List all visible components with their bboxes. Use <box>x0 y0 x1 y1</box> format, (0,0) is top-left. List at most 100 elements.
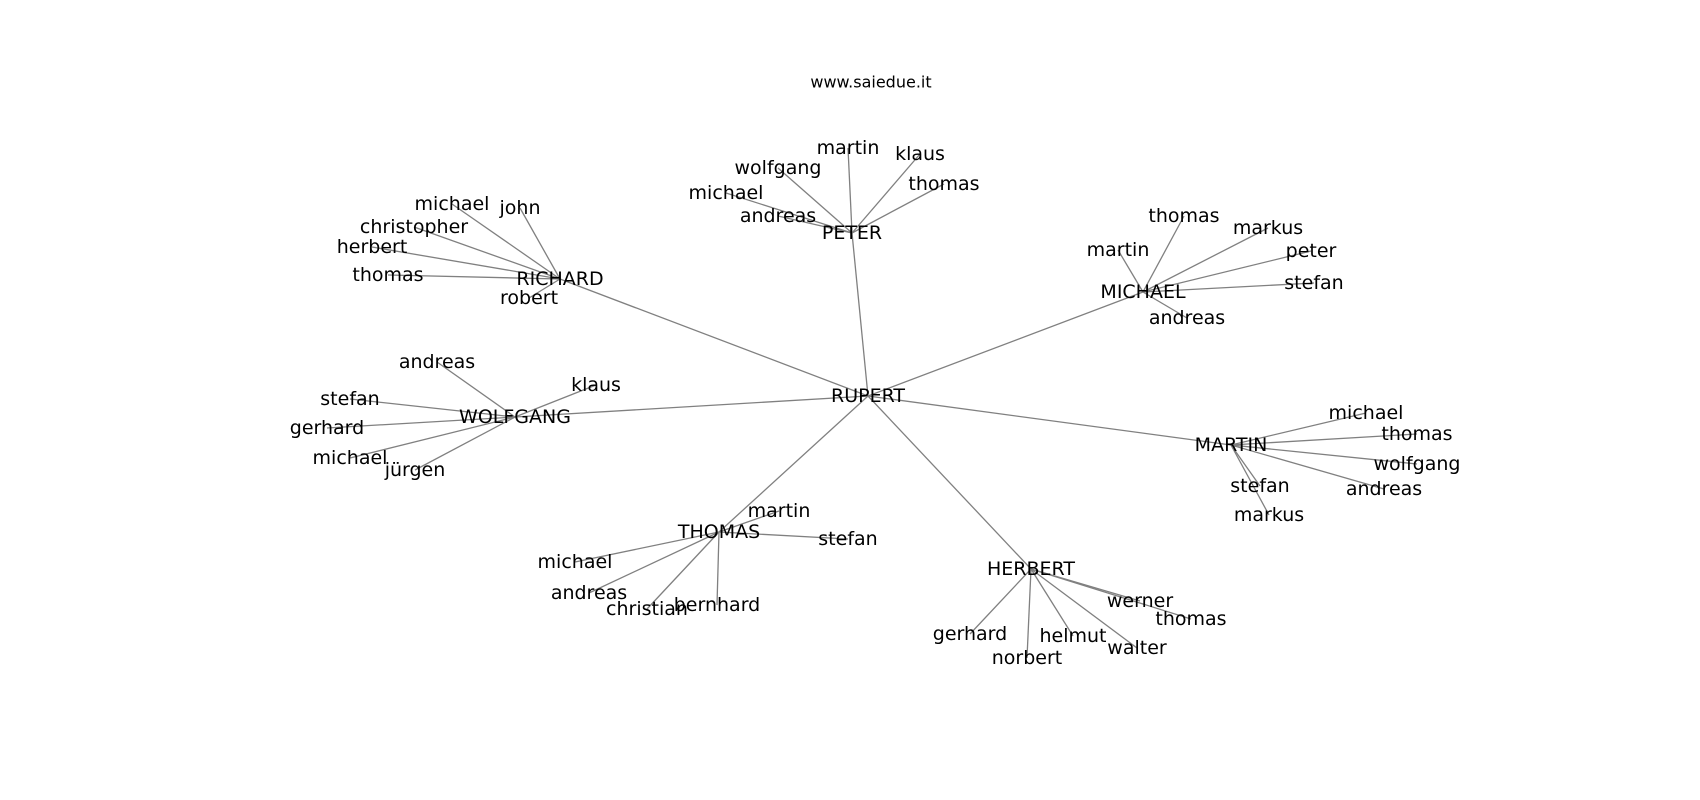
center-to-hub-edge <box>867 395 1232 446</box>
leaf-node-label: martin <box>1087 239 1150 261</box>
leaf-node-label: martin <box>817 137 880 159</box>
hub-to-leaf-edge <box>777 167 853 234</box>
center-to-hub-edge <box>718 395 869 533</box>
hub-to-leaf-edge <box>349 416 516 459</box>
hub-to-leaf-edge <box>371 246 561 280</box>
center-to-hub-edge <box>514 395 869 418</box>
hub-to-leaf-edge <box>1230 444 1270 516</box>
hub-node-label: RICHARD <box>516 268 603 290</box>
hub-to-leaf-edge <box>777 215 853 234</box>
leaf-node-label: andreas <box>399 351 475 373</box>
hub-to-leaf-edge <box>436 361 516 418</box>
hub-to-leaf-edge <box>847 147 853 234</box>
hub-to-leaf-edge <box>1030 568 1138 649</box>
leaf-node-label: helmut <box>1039 625 1106 647</box>
hub-to-leaf-edge <box>514 384 597 418</box>
leaf-node-label: norbert <box>992 647 1063 669</box>
hub-to-leaf-edge <box>1230 412 1367 446</box>
hub-node-label: PETER <box>822 222 882 244</box>
center-to-hub-edge <box>867 291 1144 397</box>
hub-to-leaf-edge <box>519 207 561 280</box>
hub-to-leaf-edge <box>1142 227 1269 293</box>
leaf-node-label: john <box>499 197 541 219</box>
leaf-node-label: thomas <box>1148 205 1219 227</box>
hub-to-leaf-edge <box>326 416 516 429</box>
leaf-node-label: michael <box>1329 402 1404 424</box>
center-to-hub-edge <box>867 395 1032 570</box>
center-to-hub-edge <box>559 278 869 397</box>
leaf-node-label: robert <box>500 287 558 309</box>
hub-to-leaf-edge <box>646 531 720 610</box>
hub-to-leaf-edge <box>1030 568 1192 620</box>
leaf-node-label: gerhard <box>933 623 1007 645</box>
hub-to-leaf-edge <box>1230 433 1418 446</box>
leaf-node-label: michael <box>313 447 388 469</box>
hub-node-label: MARTIN <box>1195 434 1268 456</box>
leaf-node-label: herbert <box>337 236 408 258</box>
leaf-node-label: thomas <box>1381 423 1452 445</box>
leaf-node-label: stefan <box>1284 272 1343 294</box>
leaf-node-label: thomas <box>1155 608 1226 630</box>
hub-to-leaf-edge <box>1230 444 1261 487</box>
leaf-node-label: wolfgang <box>1374 453 1461 475</box>
leaf-node-label: markus <box>1234 504 1304 526</box>
hub-to-leaf-edge <box>1142 291 1188 319</box>
hub-to-leaf-edge <box>451 203 561 280</box>
leaf-node-label: thomas <box>352 264 423 286</box>
hub-node-label: HERBERT <box>987 558 1075 580</box>
hub-to-leaf-edge <box>387 274 561 280</box>
hub-node-label: WOLFGANG <box>459 406 571 428</box>
leaf-node-label: michael <box>415 193 490 215</box>
center-to-hub-edge <box>851 232 869 397</box>
leaf-node-label: christian <box>606 598 688 620</box>
leaf-node-label: markus <box>1233 217 1303 239</box>
hub-to-leaf-edge <box>1142 250 1312 293</box>
leaf-node-label: martin <box>748 500 811 522</box>
hub-to-leaf-edge <box>716 531 720 606</box>
hub-to-leaf-edge <box>413 226 561 280</box>
leaf-node-label: wolfgang <box>735 157 822 179</box>
leaf-node-label: stefan <box>1230 475 1289 497</box>
leaf-node-label: andreas <box>740 205 816 227</box>
leaf-node-label: andreas <box>1346 478 1422 500</box>
hub-to-leaf-edge <box>414 416 516 471</box>
leaf-node-label: klaus <box>571 374 621 396</box>
leaf-node-label: walter <box>1107 637 1167 659</box>
leaf-node-label: gerhard <box>290 417 364 439</box>
hub-to-leaf-edge <box>1230 444 1385 490</box>
hub-to-leaf-edge <box>588 531 720 594</box>
center-node-label: RUPERT <box>831 385 905 407</box>
leaf-node-label: jürgen <box>384 459 446 481</box>
hub-to-leaf-edge <box>1142 215 1185 293</box>
hub-to-leaf-edge <box>1030 568 1074 637</box>
leaf-node-label: stefan <box>818 528 877 550</box>
leaf-node-label: stefan <box>320 388 379 410</box>
leaf-node-label: michael <box>538 551 613 573</box>
leaf-node-label: thomas <box>908 173 979 195</box>
leaf-node-label: klaus <box>895 143 945 165</box>
edges-layer <box>326 147 1418 659</box>
hub-to-leaf-edge <box>1026 568 1032 659</box>
leaf-node-label: werner <box>1107 590 1173 612</box>
leaf-node-label: peter <box>1286 240 1337 262</box>
leaf-node-label: bernhard <box>674 594 761 616</box>
hub-to-leaf-edge <box>1142 282 1315 293</box>
hub-to-leaf-edge <box>349 398 516 418</box>
hub-to-leaf-edge <box>1230 444 1418 465</box>
hub-to-leaf-edge <box>528 278 561 299</box>
hub-to-leaf-edge <box>851 183 945 234</box>
hub-to-leaf-edge <box>574 531 720 563</box>
hub-to-leaf-edge <box>718 531 849 540</box>
hub-node-label: THOMAS <box>677 521 760 543</box>
hub-to-leaf-edge <box>718 510 780 533</box>
hub-to-leaf-edge <box>969 568 1032 635</box>
hub-to-leaf-edge <box>851 153 921 234</box>
leaf-node-label: michael <box>689 182 764 204</box>
hub-node-label: MICHAEL <box>1100 281 1186 303</box>
leaf-node-label: christopher <box>360 216 468 238</box>
leaf-node-label: andreas <box>1149 307 1225 329</box>
leaf-node-label: andreas <box>551 582 627 604</box>
diagram-title: www.saiedue.it <box>810 73 931 92</box>
